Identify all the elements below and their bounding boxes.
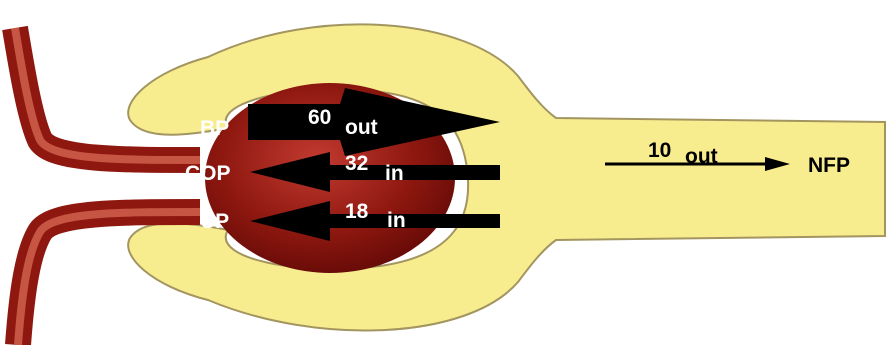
cp-direction: in [387,209,406,232]
cp-label: CP [200,210,229,233]
cp-value: 18 [345,200,369,223]
bp-direction: out [345,116,378,139]
cop-direction: in [385,162,404,185]
cop-label: COP [185,162,231,185]
bp-label: BP [200,117,229,140]
net-value: 10 [648,139,671,162]
nfp-label: NFP [808,154,850,177]
cop-value: 32 [345,152,368,175]
bp-value: 60 [308,106,331,129]
net-direction: out [685,145,718,168]
